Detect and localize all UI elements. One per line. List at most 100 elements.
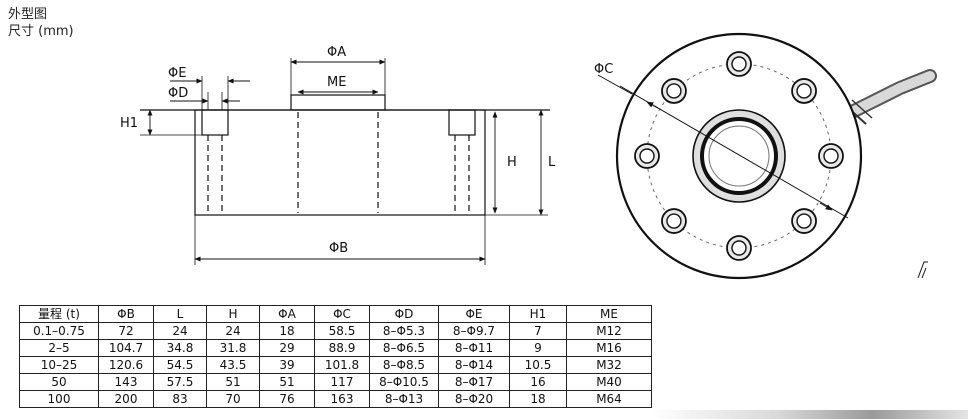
table-cell: 8–Φ14 (438, 356, 510, 374)
column-header: L (153, 305, 207, 323)
table-cell: 8–Φ20 (438, 390, 510, 408)
table-cell: 8–Φ17 (438, 373, 510, 391)
table-cell: 50 (19, 373, 99, 391)
right-counterbore (448, 109, 476, 136)
table-cell: M16 (566, 339, 652, 357)
column-header: ΦB (98, 305, 154, 323)
bolt-hole-inner (731, 240, 747, 256)
edge-fragment (917, 261, 928, 279)
table-cell: 10–25 (19, 356, 99, 374)
table-cell: 104.7 (98, 339, 154, 357)
table-cell: 24 (206, 322, 260, 340)
table-cell: 8–Φ9.7 (438, 322, 510, 340)
table-cell: 43.5 (206, 356, 260, 374)
table-cell: M64 (566, 390, 652, 408)
bolt-hole-inner (731, 56, 747, 72)
cable (845, 69, 937, 125)
table-cell: 72 (98, 322, 154, 340)
table-cell: 88.9 (314, 339, 370, 357)
label-me: ME (327, 75, 346, 90)
table-cell: 54.5 (153, 356, 207, 374)
table-cell: 70 (206, 390, 260, 408)
top-view (597, 32, 937, 280)
table-cell: 24 (153, 322, 207, 340)
bolt-hole-inner (639, 148, 655, 164)
table-cell: 8–Φ5.3 (369, 322, 439, 340)
column-header: H1 (509, 305, 567, 323)
column-header: ΦD (369, 305, 439, 323)
table-cell: 101.8 (314, 356, 370, 374)
body-outline (194, 109, 486, 216)
column-header: ΦA (259, 305, 315, 323)
label-phi-a: ΦA (327, 45, 346, 60)
table-cell: 8–Φ10.5 (369, 373, 439, 391)
table-cell: 117 (314, 373, 370, 391)
table-cell: 7 (509, 322, 567, 340)
table-cell: 34.8 (153, 339, 207, 357)
side-view (140, 58, 550, 265)
table-cell: 51 (206, 373, 260, 391)
bolt-hole-inner (666, 83, 682, 99)
table-cell: 8–Φ6.5 (369, 339, 439, 357)
table-cell: 51 (259, 373, 315, 391)
bottom-edge-shadow (650, 410, 968, 419)
center-button (290, 94, 386, 111)
title-outline-drawing: 外型图 (8, 7, 48, 22)
table-cell: 31.8 (206, 339, 260, 357)
bolt-hole-inner (796, 83, 812, 99)
label-phi-c: ΦC (594, 62, 613, 77)
column-header: 量程 (t) (19, 305, 99, 323)
center-thread (708, 125, 770, 187)
table-cell: M32 (566, 356, 652, 374)
table-cell: 16 (509, 373, 567, 391)
bolt-holes (634, 51, 844, 261)
title-dimensions-unit: 尺寸 (mm) (8, 24, 74, 39)
label-h: H (507, 155, 517, 170)
table-cell: 9 (509, 339, 567, 357)
table-cell: 18 (509, 390, 567, 408)
table-cell: 10.5 (509, 356, 567, 374)
table-cell: 143 (98, 373, 154, 391)
table-cell: 2–5 (19, 339, 99, 357)
drawing-title: 外型图 尺寸 (mm) (8, 6, 74, 40)
column-header: ΦE (438, 305, 510, 323)
left-counterbore (201, 109, 229, 136)
label-phi-d: ΦD (168, 86, 188, 101)
label-l: L (548, 155, 556, 170)
table-cell: 120.6 (98, 356, 154, 374)
column-header: ΦC (314, 305, 370, 323)
table-cell: 100 (19, 390, 99, 408)
table-cell: 39 (259, 356, 315, 374)
bolt-hole-inner (666, 213, 682, 229)
table-cell: 57.5 (153, 373, 207, 391)
table-cell: 0.1–0.75 (19, 322, 99, 340)
table-cell: 76 (259, 390, 315, 408)
table-cell: 8–Φ8.5 (369, 356, 439, 374)
table-cell: 8–Φ13 (369, 390, 439, 408)
table-cell: 58.5 (314, 322, 370, 340)
table-cell: M40 (566, 373, 652, 391)
technical-drawing: ΦA ME ΦE ΦD H1 H L ΦB ΦC (120, 32, 937, 280)
label-h1: H1 (120, 116, 138, 131)
column-header: ME (566, 305, 652, 323)
table-cell: 83 (153, 390, 207, 408)
label-phi-b: ΦB (329, 241, 348, 256)
table-cell: 163 (314, 390, 370, 408)
bolt-hole-inner (796, 213, 812, 229)
table-cell: 18 (259, 322, 315, 340)
bolt-hole-inner (823, 148, 839, 164)
table-cell: 200 (98, 390, 154, 408)
label-phi-e: ΦE (168, 66, 186, 81)
column-header: H (206, 305, 260, 323)
table-cell: 29 (259, 339, 315, 357)
table-cell: M12 (566, 322, 652, 340)
table-cell: 8–Φ11 (438, 339, 510, 357)
